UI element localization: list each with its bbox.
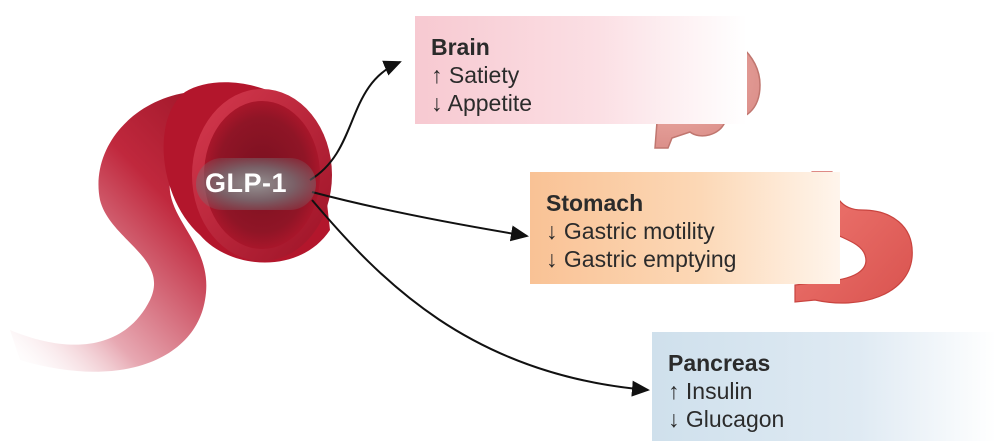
glp1-label: GLP-1 [205, 168, 287, 199]
arrow-to-stomach [312, 192, 527, 236]
stomach-effect-motility: ↓ Gastric motility [546, 217, 824, 245]
brain-effect-appetite: ↓ Appetite [431, 89, 731, 117]
pancreas-title: Pancreas [668, 350, 980, 377]
pancreas-effect-insulin: ↑ Insulin [668, 377, 980, 405]
brain-effects-box: Brain ↑ Satiety ↓ Appetite [415, 16, 747, 124]
pancreas-effects-box: Pancreas ↑ Insulin ↓ Glucagon [652, 332, 996, 441]
brain-title: Brain [431, 34, 731, 61]
pancreas-effect-glucagon: ↓ Glucagon [668, 405, 980, 433]
brain-effect-satiety: ↑ Satiety [431, 61, 731, 89]
stomach-effects-box: Stomach ↓ Gastric motility ↓ Gastric emp… [530, 172, 840, 284]
stomach-title: Stomach [546, 190, 824, 217]
stomach-effect-emptying: ↓ Gastric emptying [546, 245, 824, 273]
